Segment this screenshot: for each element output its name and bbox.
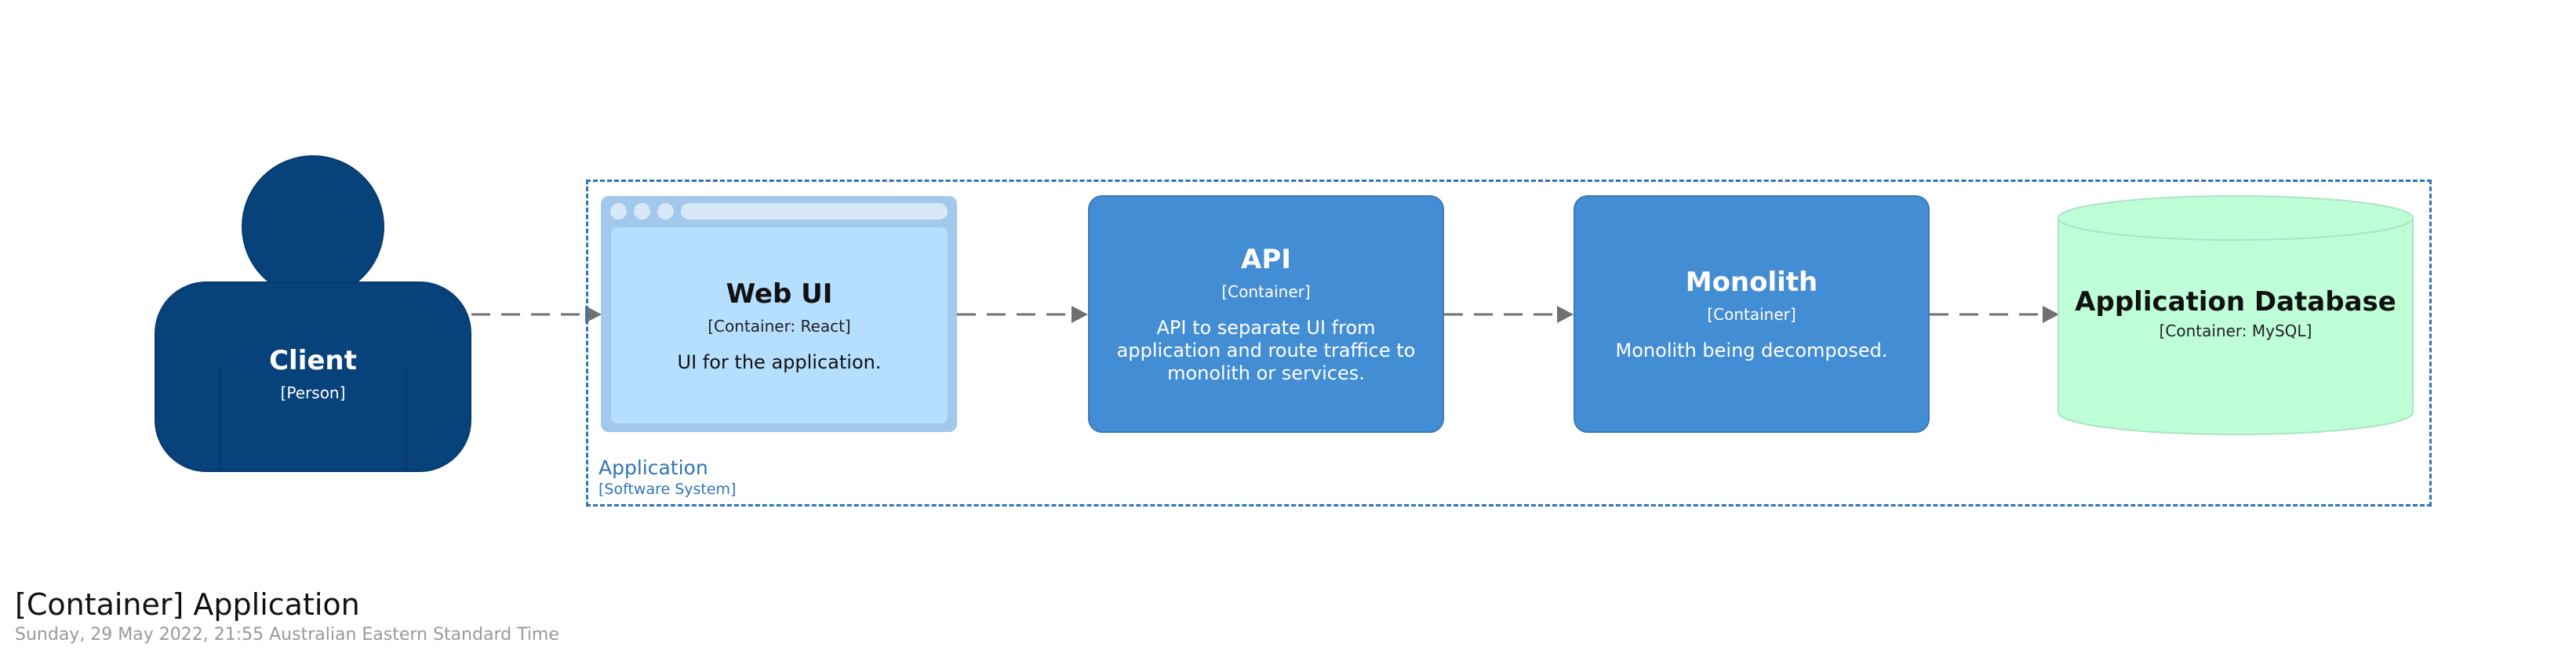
container-type: [Container]: [1221, 282, 1311, 301]
person-type: [Person]: [280, 383, 346, 402]
arrowhead-webui-to-api: [1072, 306, 1088, 323]
container-name: Application Database: [2075, 286, 2396, 318]
boundary-type: [Software System]: [599, 481, 737, 498]
container-name: Web UI: [726, 278, 833, 310]
diagram-title: [Container] Application: [15, 587, 360, 622]
person-head: [242, 155, 384, 298]
container-name: Monolith: [1685, 267, 1818, 298]
diagram-date: Sunday, 29 May 2022, 21:55 Australian Ea…: [15, 625, 559, 645]
boundary-name: Application: [599, 456, 708, 479]
container-description: UI for the application.: [677, 350, 882, 373]
browser-address-bar: [681, 203, 948, 220]
container-type: [Container: MySQL]: [2159, 321, 2312, 340]
person-name: Client: [269, 345, 357, 376]
container-type: [Container: React]: [708, 316, 851, 336]
browser-dot-icon: [610, 203, 627, 220]
database-cylinder[interactable]: [2055, 193, 2416, 438]
container-webui[interactable]: Web UI [Container: React] UI for the app…: [611, 227, 948, 423]
person-client[interactable]: Client [Person]: [155, 281, 471, 472]
browser-dot-icon: [657, 203, 674, 220]
container-description: Monolith being decomposed.: [1615, 340, 1888, 361]
person-arm-right: [406, 369, 407, 472]
arrowhead-client-to-webui: [585, 306, 602, 323]
system-boundary: [586, 180, 2432, 507]
boundary-label: Application [Software System]: [599, 456, 736, 499]
container-api[interactable]: API [Container] API to separate UI from …: [1088, 195, 1444, 433]
container-name: API: [1241, 244, 1291, 275]
container-database[interactable]: Application Database [Container: MySQL]: [2061, 259, 2410, 369]
container-monolith[interactable]: Monolith [Container] Monolith being deco…: [1574, 195, 1930, 433]
arrowhead-monolith-to-database: [2043, 306, 2059, 323]
container-description: API to separate UI from application and …: [1116, 317, 1416, 384]
container-type: [Container]: [1707, 305, 1796, 324]
browser-dot-icon: [634, 203, 650, 220]
arrowhead-api-to-monolith: [1557, 306, 1574, 323]
person-arm-left: [219, 369, 220, 472]
